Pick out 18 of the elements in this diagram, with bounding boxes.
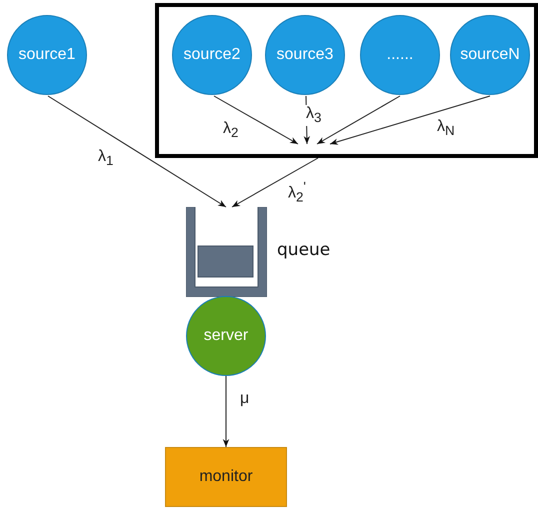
node-label: sourceN	[460, 46, 520, 64]
node-label: server	[204, 327, 248, 345]
arrow	[214, 96, 298, 144]
monitor-box	[165, 447, 287, 507]
arrow	[304, 96, 310, 144]
node-label: source1	[18, 46, 76, 64]
arrow	[48, 96, 226, 208]
arrow	[222, 376, 230, 448]
edge-label: λ$_{3}$	[305, 105, 322, 126]
group-frame	[155, 3, 538, 158]
arrow	[232, 158, 318, 208]
arrow	[316, 96, 400, 144]
node-label: ......	[386, 46, 414, 64]
monitor-label: monitor	[199, 468, 253, 486]
node-label: source2	[184, 46, 240, 64]
queue-label: queue	[277, 240, 330, 260]
node-label: source3	[276, 46, 334, 64]
arrow	[330, 96, 490, 145]
